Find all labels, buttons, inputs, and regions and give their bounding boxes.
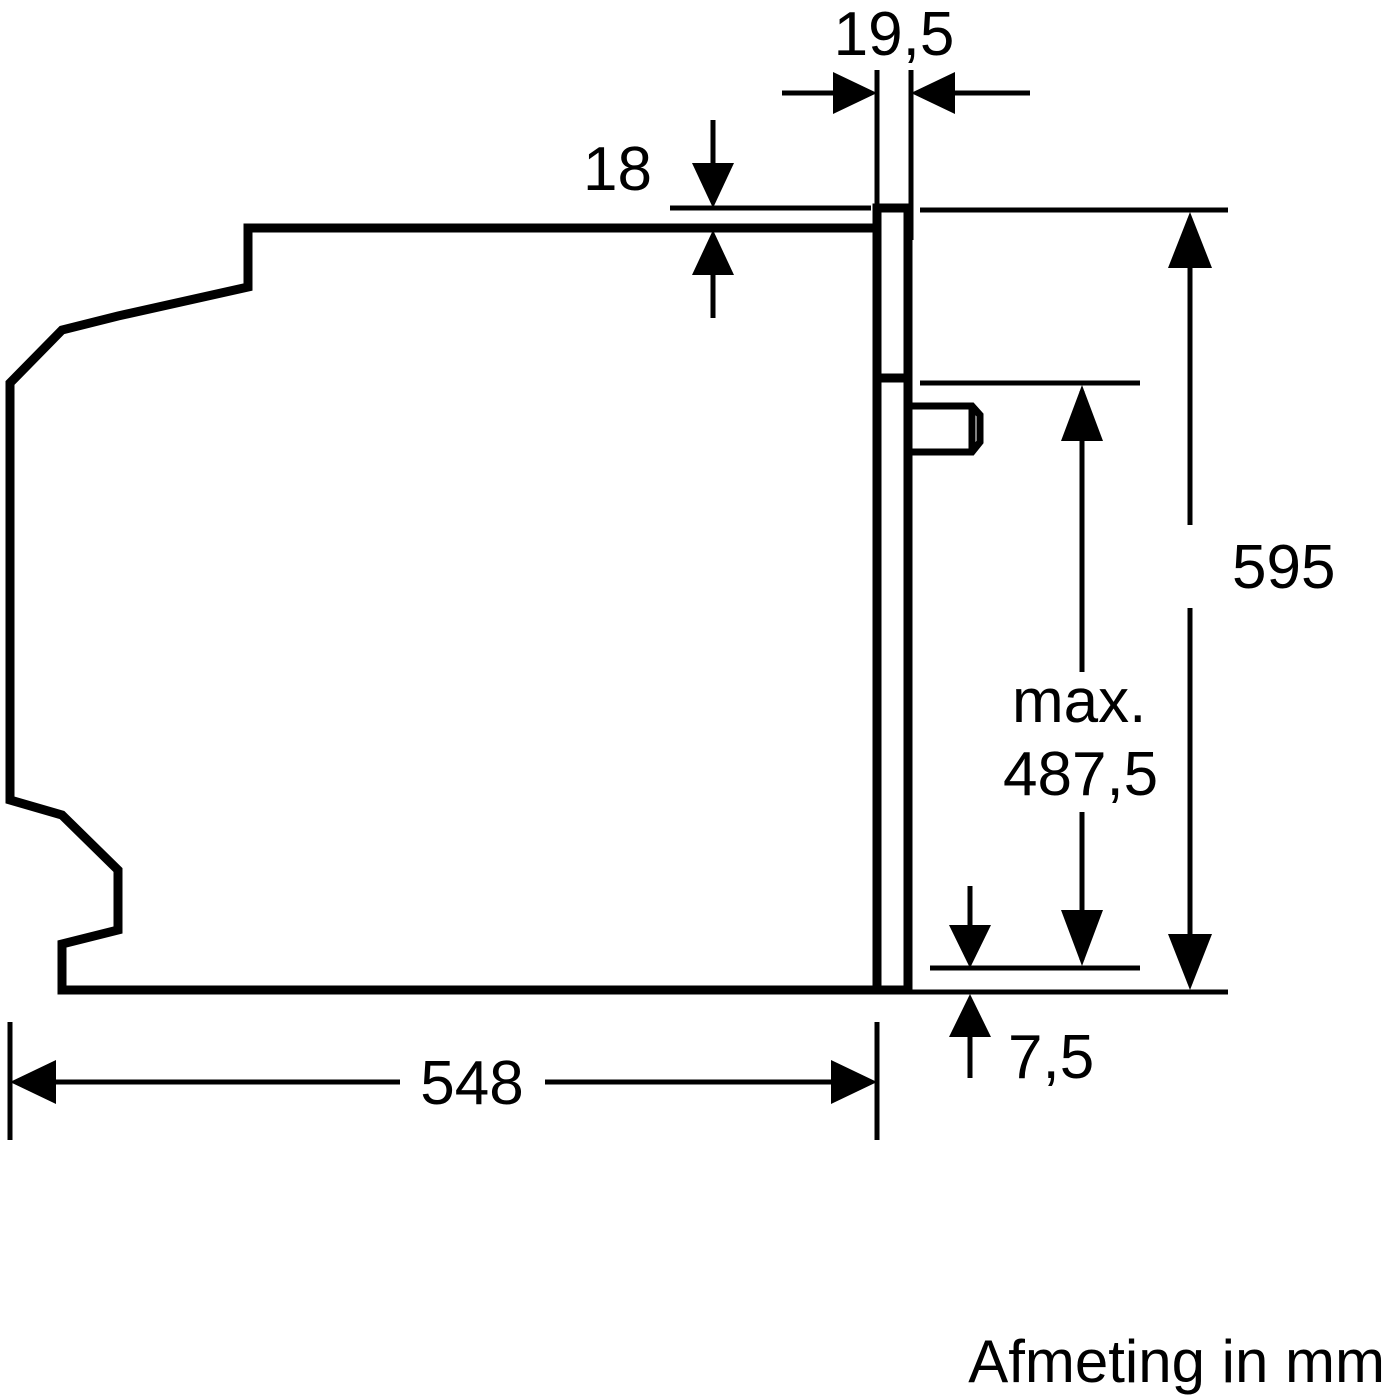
dimension-max-487-5: max. 487,5 — [920, 380, 1158, 971]
dimension-label-19-5: 19,5 — [834, 0, 955, 69]
dimension-label-max-prefix: max. — [1012, 667, 1146, 736]
dimension-label-18: 18 — [583, 135, 652, 204]
dimension-548: 548 — [7, 1022, 880, 1140]
dimension-label-595: 595 — [1232, 533, 1335, 602]
drawing-caption: Afmeting in mm — [968, 1328, 1385, 1395]
dimension-18: 18 — [583, 120, 871, 318]
dimension-19-5: 19,5 — [782, 0, 1030, 240]
dimension-label-548: 548 — [420, 1049, 523, 1118]
dimension-7-5: 7,5 — [890, 886, 1228, 1092]
oven-body-outline — [5, 223, 877, 995]
door-handle-knob — [908, 402, 984, 456]
oven-door-panel — [872, 203, 913, 995]
dimension-label-487-5: 487,5 — [1003, 740, 1158, 809]
dimension-label-7-5: 7,5 — [1008, 1023, 1094, 1092]
dimension-595: 595 — [890, 207, 1335, 995]
